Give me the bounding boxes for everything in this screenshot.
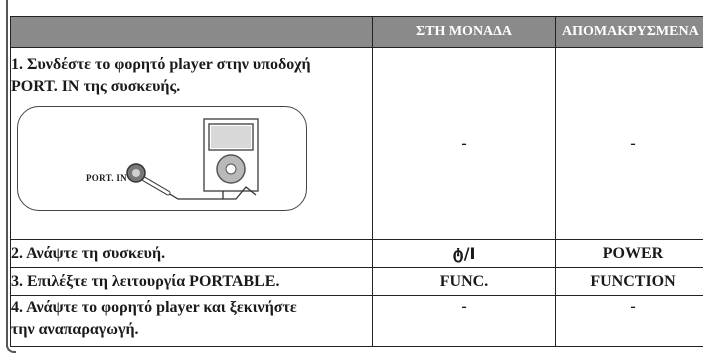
step-cell: 1. Συνδέστε το φορητό player στην υποδοχ… xyxy=(10,47,373,240)
remote-cell: - xyxy=(555,47,703,240)
port-in-label: PORT. IN xyxy=(86,173,127,183)
table-row: 1. Συνδέστε το φορητό player στην υποδοχ… xyxy=(10,47,703,240)
unit-cell: - xyxy=(372,295,556,347)
table-row: 4. Ανάψτε το φορητό player και ξεκινήστε… xyxy=(10,295,703,347)
remote-cell: POWER xyxy=(555,239,703,268)
table-row: 3. Επιλέξτε τη λειτουργία PORTABLE. FUNC… xyxy=(10,267,703,296)
page-left-border xyxy=(6,0,8,347)
page-bottom-corner xyxy=(6,345,16,353)
header-unit: ΣΤΗ ΜΟΝΑΔΑ xyxy=(372,16,556,48)
table-header-row: ΣΤΗ ΜΟΝΑΔΑ ΑΠΟΜΑΚΡΥΣΜΕΝΑ xyxy=(10,16,703,48)
connection-diagram: PORT. IN xyxy=(17,106,307,211)
table-row: 2. Ανάψτε τη συσκευή. ტ/I POWER xyxy=(10,239,703,268)
unit-cell: - xyxy=(372,47,556,240)
header-step xyxy=(10,16,373,48)
step-text: 1. Συνδέστε το φορητό player στην υποδοχ… xyxy=(11,56,311,95)
step-cell: 2. Ανάψτε τη συσκευή. xyxy=(10,239,373,268)
unit-cell: FUNC. xyxy=(372,267,556,296)
portable-player-illustration xyxy=(126,118,259,200)
power-symbol-cell: ტ/I xyxy=(372,239,556,268)
instructions-table: ΣΤΗ ΜΟΝΑΔΑ ΑΠΟΜΑΚΡΥΣΜΕΝΑ 1. Συνδέστε το … xyxy=(10,16,703,347)
remote-cell: - xyxy=(555,295,703,347)
header-remote: ΑΠΟΜΑΚΡΥΣΜΕΝΑ xyxy=(555,16,703,48)
step-cell: 3. Επιλέξτε τη λειτουργία PORTABLE. xyxy=(10,267,373,296)
remote-cell: FUNCTION xyxy=(555,267,703,296)
step-cell: 4. Ανάψτε το φορητό player και ξεκινήστε… xyxy=(10,295,373,347)
step-text: 4. Ανάψτε το φορητό player και ξεκινήστε… xyxy=(11,299,297,338)
